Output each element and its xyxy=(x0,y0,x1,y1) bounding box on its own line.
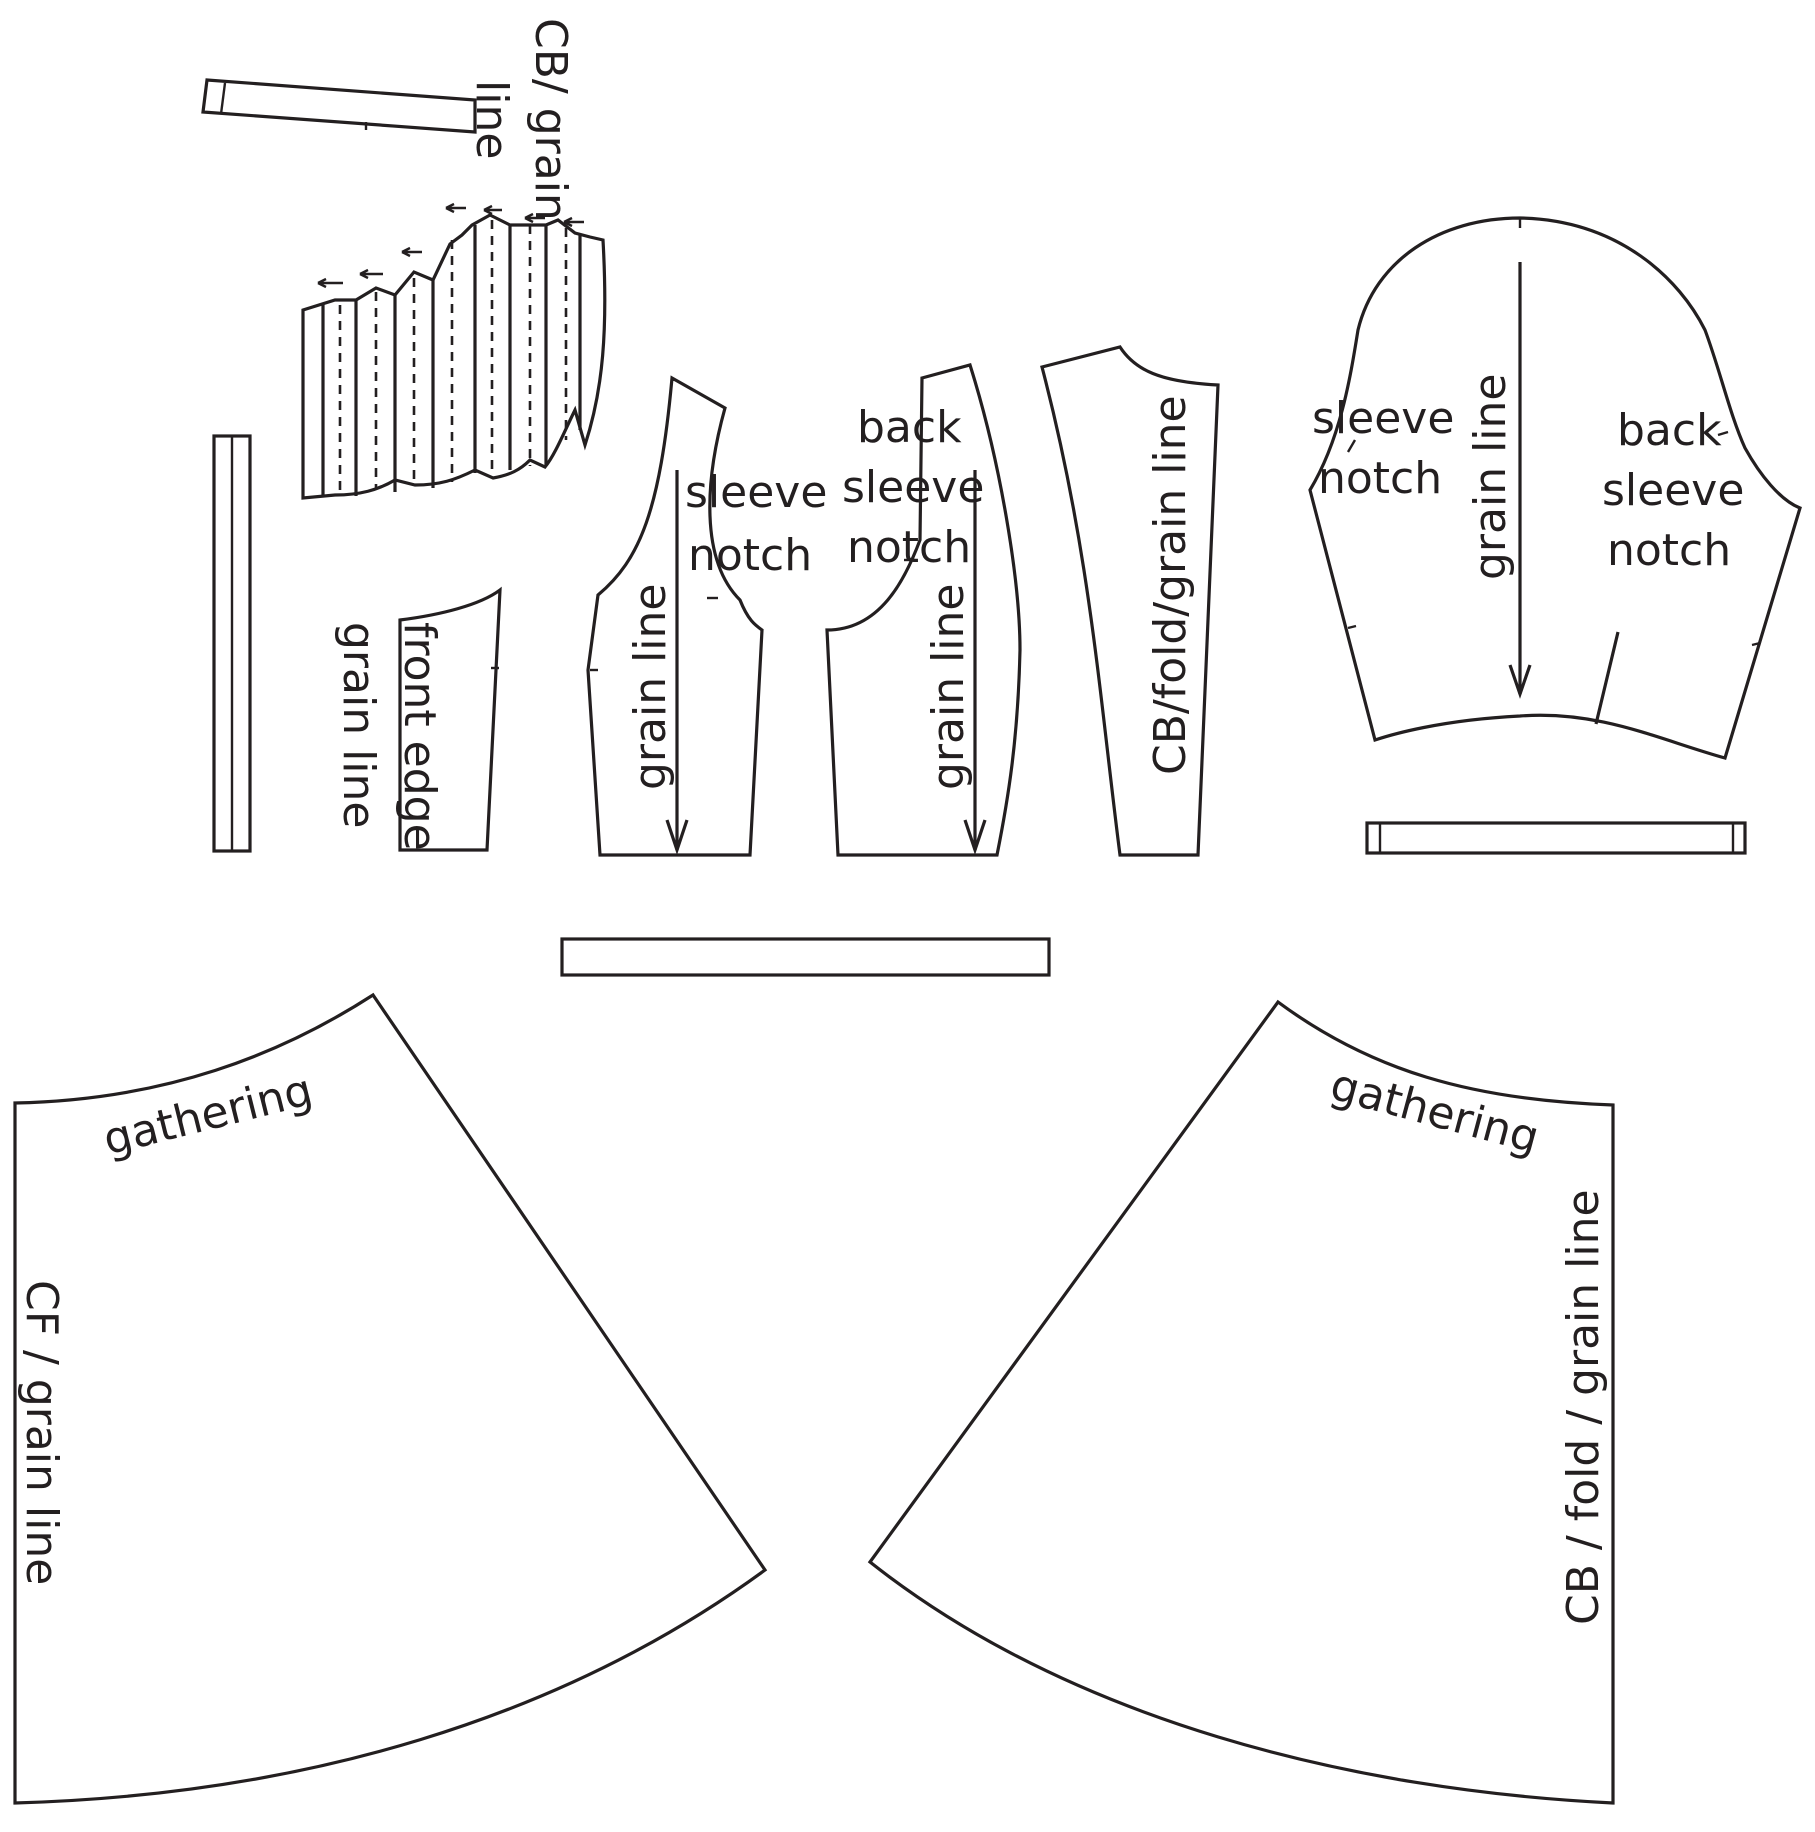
sleeve-notch-label: notch xyxy=(1318,453,1442,504)
cuff-band xyxy=(1365,821,1747,855)
cb-fold-piece xyxy=(1040,345,1220,857)
collar-cb-label: CB/ grain xyxy=(525,18,576,221)
collar-piece xyxy=(201,78,477,134)
back-sleeve-label: sleeve xyxy=(842,462,984,513)
front-edge-label: front edge xyxy=(394,622,445,851)
front-bodice-piece xyxy=(586,375,764,857)
sleeve-back-label: back xyxy=(1617,405,1722,456)
back-notch-label: notch xyxy=(847,522,971,573)
back-skirt-gathering-label: gathering xyxy=(1325,1059,1544,1163)
back-skirt-cb-label: CB / fold / grain line xyxy=(1558,1189,1609,1625)
sleeve-piece xyxy=(1308,216,1802,760)
front-bodice-grain-label: grain line xyxy=(625,584,676,791)
pleated-piece xyxy=(301,202,607,500)
back-bodice-piece xyxy=(825,363,1022,857)
back-skirt-piece xyxy=(867,999,1615,1805)
back-grain-label: grain line xyxy=(923,584,974,791)
cb-fold-label: CB/fold/grain line xyxy=(1145,395,1196,775)
front-skirt-piece xyxy=(13,992,768,1805)
front-skirt-gathering-label: gathering xyxy=(98,1065,317,1166)
front-facing-grain-label: grain line xyxy=(333,622,384,829)
collar-line-label: line xyxy=(466,80,517,159)
sleeve-back-notch-label: notch xyxy=(1607,525,1731,576)
front-skirt-cf-label: CF / grain line xyxy=(16,1280,67,1585)
vertical-strip xyxy=(212,434,252,853)
front-sleeve-label: sleeve xyxy=(685,467,827,518)
sleeve-sleeve-label: sleeve xyxy=(1312,393,1454,444)
front-notch-label: notch xyxy=(688,530,812,581)
sleeve-back-sleeve-label: sleeve xyxy=(1602,465,1744,516)
front-facing-piece xyxy=(398,586,502,852)
back-back-label: back xyxy=(857,402,962,453)
waistband-piece xyxy=(560,937,1051,977)
sleeve-grain-label: grain line xyxy=(1465,374,1516,581)
